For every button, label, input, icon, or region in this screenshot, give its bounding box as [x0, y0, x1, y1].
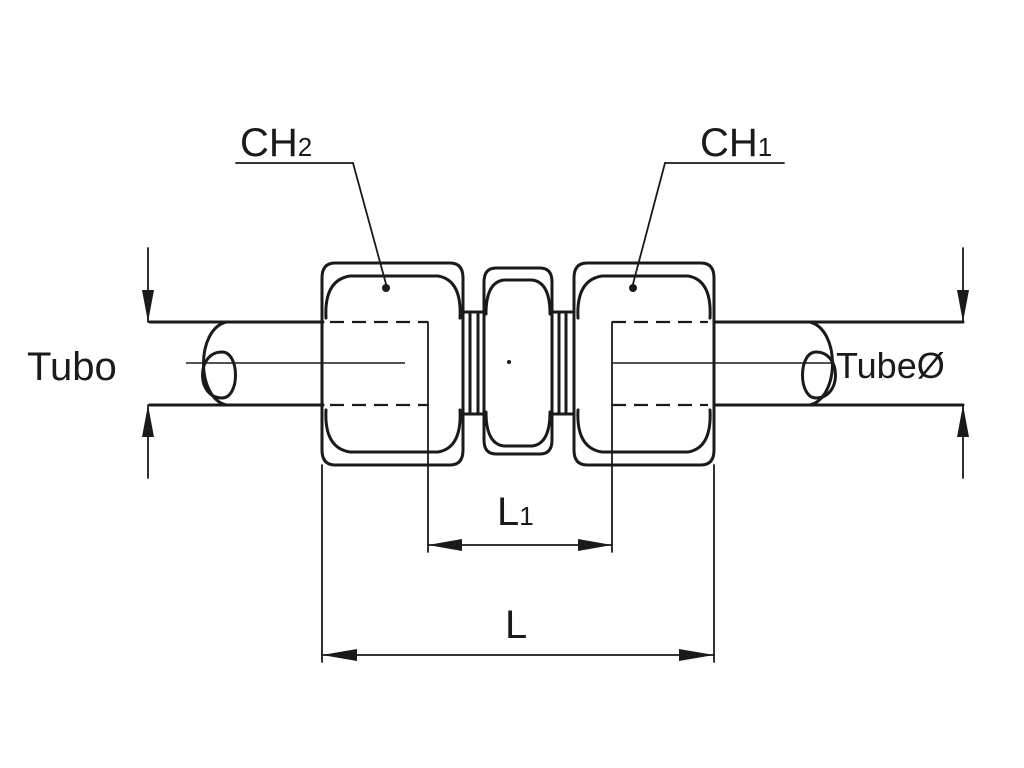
- right-tube: [712, 320, 965, 407]
- label-tubo: Tubo: [27, 345, 117, 389]
- label-l: L: [505, 603, 527, 647]
- left-nut: [320, 261, 465, 467]
- right-nut: [572, 261, 716, 467]
- dim-l: [321, 464, 715, 663]
- center-dot: [507, 360, 511, 364]
- label-l1: L1: [497, 490, 534, 534]
- label-tube-diameter: TubeØ: [836, 345, 945, 386]
- leader-lines: [235, 162, 785, 285]
- hidden-lines: [330, 320, 708, 407]
- label-ch1: CH1: [700, 121, 772, 165]
- dim-tube-right: [957, 247, 969, 479]
- dim-l1: [427, 321, 613, 553]
- dim-tube-left: [142, 247, 154, 479]
- left-nut-center-dot: [382, 284, 390, 292]
- center-body-hex: [482, 266, 554, 456]
- label-ch2: CH2: [240, 121, 312, 165]
- body-necks: [461, 310, 576, 416]
- right-nut-center-dot: [629, 284, 637, 292]
